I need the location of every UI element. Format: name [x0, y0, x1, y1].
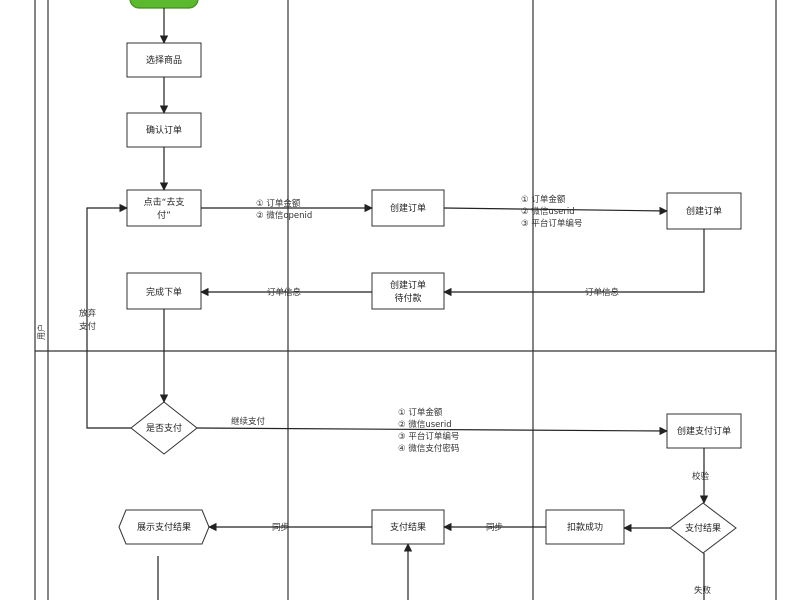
start-node — [129, 0, 199, 9]
pay-result-mid-box — [371, 509, 445, 545]
edge-label-abandon-pay-2: 支付 — [79, 321, 97, 332]
edge-label-continue-details-3: ③ 平台订单编号 — [398, 431, 459, 442]
edge-label-sync-1: 同步 — [486, 523, 503, 533]
confirm-order-label: 确认订单 — [146, 124, 182, 136]
edge-continue-pay — [196, 426, 668, 436]
edge-label-fail: 失败 — [694, 585, 712, 596]
pending-pay-label-line1: 创建订单 — [390, 279, 426, 291]
deduct-success-box — [545, 509, 625, 545]
pending-pay-box — [371, 272, 445, 310]
edge-label-mid-to-right-2: ② 微信userid — [521, 206, 575, 217]
edge-label-abandon-pay-1: 放弃 — [79, 308, 97, 319]
create-pay-order-box — [666, 413, 742, 449]
click-pay-label-line2: 付” — [157, 210, 171, 221]
pay-decision-diamond — [130, 401, 198, 455]
pending-pay-label-line2: 待付款 — [394, 292, 421, 304]
swimlane-grid — [34, 0, 777, 600]
edge-label-pay-to-mid-1: ① 订单金额 — [256, 198, 301, 209]
create-order-right-label: 创建订单 — [686, 205, 722, 217]
create-pay-order-label: 创建支付订单 — [677, 425, 731, 437]
edge-label-mid-to-right-1: ① 订单金额 — [521, 194, 566, 205]
pay-decision-label: 是否支付 — [146, 422, 182, 434]
create-order-right-box — [666, 192, 742, 230]
edge-label-continue-details-1: ① 订单金额 — [398, 407, 443, 418]
edge-label-order-info-left: 订单信息 — [267, 287, 302, 298]
lane-label: 用户 — [36, 324, 46, 340]
pay-result-diamond — [669, 502, 737, 554]
deduct-success-label: 扣款成功 — [567, 521, 603, 533]
edge-label-order-info-right: 订单信息 — [585, 287, 620, 298]
pay-result-decision-label: 支付结果 — [685, 522, 721, 534]
create-order-mid-box — [371, 189, 445, 227]
confirm-order-box — [126, 112, 202, 148]
click-pay-label-line1: 点击“去支 — [144, 196, 185, 208]
edge-label-continue-pay: 继续支付 — [231, 416, 266, 427]
edge-label-verify: 校验 — [692, 471, 710, 482]
select-product-label: 选择商品 — [146, 54, 182, 66]
edge-label-continue-details-4: ④ 微信支付密码 — [398, 443, 459, 454]
complete-order-label: 完成下单 — [146, 286, 182, 298]
edge-label-mid-to-right-3: ③ 平台订单编号 — [521, 218, 582, 229]
edge-create-right-to-pending — [443, 229, 705, 297]
edge-abandon-pay-loop — [86, 203, 131, 429]
pay-result-mid-label: 支付结果 — [390, 521, 426, 533]
complete-order-box — [126, 272, 202, 310]
edge-label-continue-details-2: ② 微信userid — [398, 419, 452, 430]
show-pay-result-label: 展示支付结果 — [137, 521, 191, 533]
edge-create-mid-to-create-right — [443, 206, 668, 216]
show-pay-result-node — [118, 509, 210, 545]
create-order-mid-label: 创建订单 — [390, 202, 426, 214]
edge-label-pay-to-mid-2: ② 微信openid — [256, 210, 312, 221]
edge-label-sync-2: 同步 — [272, 523, 289, 533]
